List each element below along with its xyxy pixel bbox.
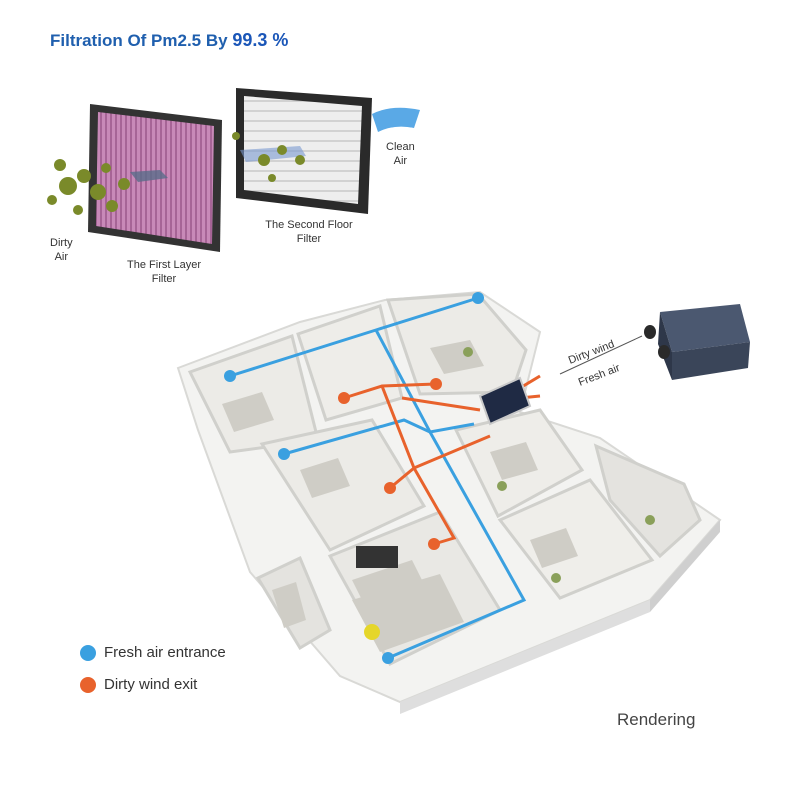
clean-air-label: Clean Air bbox=[386, 140, 415, 168]
fresh-air-ducts bbox=[229, 296, 527, 660]
dirty-wind-ducts bbox=[343, 374, 541, 546]
fresh-air-legend-label: Fresh air entrance bbox=[104, 644, 226, 661]
second-floor-line2: Filter bbox=[296, 233, 322, 245]
apartment-floorplan bbox=[176, 290, 722, 714]
external-ventilation-unit bbox=[644, 304, 750, 380]
first-layer-line2: Filter bbox=[151, 273, 177, 285]
fresh-air-outlets bbox=[224, 292, 484, 664]
clean-air-line2: Air bbox=[393, 155, 408, 167]
airflow-arrow bbox=[130, 170, 168, 182]
unit-divider-line bbox=[559, 335, 643, 375]
title-percent: 99.3 % bbox=[232, 30, 289, 50]
second-floor-line1: The Second Floor bbox=[265, 219, 353, 231]
fresh-air-legend-dot bbox=[80, 645, 96, 661]
rendering-caption: Rendering bbox=[617, 710, 696, 729]
plants bbox=[463, 347, 655, 583]
second-floor-filter-label: The Second Floor Filter bbox=[252, 218, 366, 246]
dirty-air-line1: Dirty bbox=[50, 237, 73, 249]
dirty-wind-legend-label: Dirty wind exit bbox=[104, 676, 198, 693]
first-layer-line1: The First Layer bbox=[127, 259, 201, 271]
page-title: Filtration Of Pm2.5 By 99.3 % bbox=[50, 30, 288, 51]
dirty-air-line2: Air bbox=[54, 251, 69, 263]
ventilation-unit-ceiling bbox=[478, 376, 532, 426]
yellow-chair bbox=[364, 624, 380, 640]
fresh-air-label: Fresh air bbox=[577, 362, 622, 389]
airflow-arrow bbox=[240, 146, 306, 162]
clean-air-line1: Clean bbox=[386, 141, 415, 153]
clean-air-arrow bbox=[372, 107, 420, 132]
filter-illustration bbox=[47, 88, 420, 252]
dirty-wind-outlets bbox=[338, 378, 442, 550]
tv bbox=[356, 546, 398, 568]
first-layer-filter-label: The First Layer Filter bbox=[112, 258, 216, 286]
dirty-wind-legend-dot bbox=[80, 677, 96, 693]
dirty-air-label: Dirty Air bbox=[50, 236, 73, 264]
dust-particles bbox=[47, 132, 305, 215]
dirty-wind-label: Dirty wind bbox=[567, 338, 616, 367]
title-text: Filtration Of Pm2.5 By bbox=[50, 31, 233, 50]
